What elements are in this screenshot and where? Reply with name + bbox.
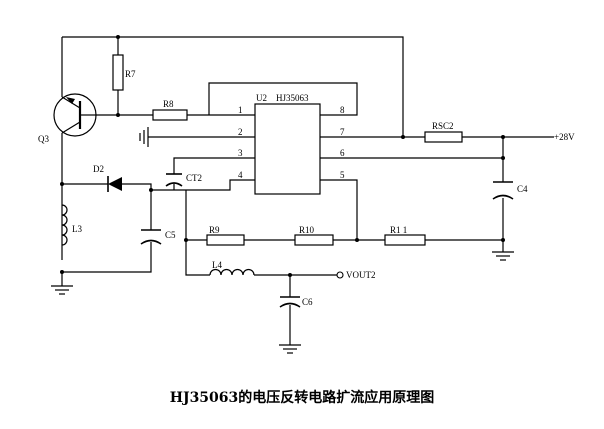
r8-label: R8 [163,99,174,109]
c4-label: C4 [517,184,528,194]
ic-pin-1: 1 [238,105,243,115]
c6-label: C6 [302,297,313,307]
resistor-r7 [112,54,124,91]
capacitor-c5: C5 [140,229,176,245]
inductor-l3: L3 [61,204,82,246]
diagram-caption: HJ35063的电压反转电路扩流应用原理图 [170,389,435,406]
resistor-r10 [294,234,334,246]
ic-designator: U2 [256,93,267,103]
ic-pin-3: 3 [238,148,243,158]
supply-label: +28V [554,132,575,142]
junction-dot [401,135,405,139]
transistor-body [53,93,97,137]
ground-symbol-c6 [279,344,301,354]
junction-dot [501,135,505,139]
wires [61,36,554,345]
ic-pin-8: 8 [340,105,345,115]
junction-dot [60,270,64,274]
junction-dot [501,238,505,242]
ground-symbol-c4 [492,251,514,261]
diode-d2: D2 [93,164,122,192]
d2-label: D2 [93,164,104,174]
l3-label: L3 [72,224,82,234]
vout-label: VOUT2 [346,270,376,280]
ic-pin-4: 4 [238,170,243,180]
resistor-r8 [152,109,188,121]
junction-dot [355,238,359,242]
l4-label: L4 [212,260,222,270]
ic-pin-6: 6 [340,148,345,158]
ct2-label: CT2 [186,173,202,183]
transistor-arrow [66,97,75,104]
resistor-rsc2 [424,131,463,143]
c5-label: C5 [165,230,176,240]
r7-label: R7 [125,69,136,79]
ground-symbol-pin2 [139,127,149,147]
junction-dot [60,182,64,186]
junction-dot [501,156,505,160]
diode-triangle [108,177,122,191]
resistor-r9 [206,234,245,246]
r9-label: R9 [209,225,220,235]
capacitor-c6: C6 [279,296,313,308]
junction-dot [116,35,120,39]
transistor-emitter-lead [61,121,81,134]
rsc2-label: RSC2 [432,121,454,131]
capacitor-c4: C4 [492,181,528,200]
ic-part-number: HJ35063 [276,93,309,103]
r10-label: R10 [299,225,315,235]
r11-label: R1 1 [390,225,407,235]
transistor-q3: Q3 [38,93,97,144]
ic-u2: U2 HJ35063 1 2 3 4 5 6 7 8 [238,93,345,195]
junction-dots [60,35,505,277]
ic-pin-5: 5 [340,170,345,180]
q3-label: Q3 [38,134,49,144]
junction-dot [116,113,120,117]
ic-pin-7: 7 [340,127,345,137]
resistor-r11 [384,234,426,246]
inductor-l4: L4 [209,260,255,276]
vout-terminal [336,271,344,279]
ground-symbol-left [51,285,73,295]
junction-dot [288,273,292,277]
junction-dot [184,238,188,242]
junction-dot [149,188,153,192]
ic-pin-2: 2 [238,127,243,137]
ic-body [254,103,321,195]
capacitor-ct2: CT2 [165,173,202,187]
